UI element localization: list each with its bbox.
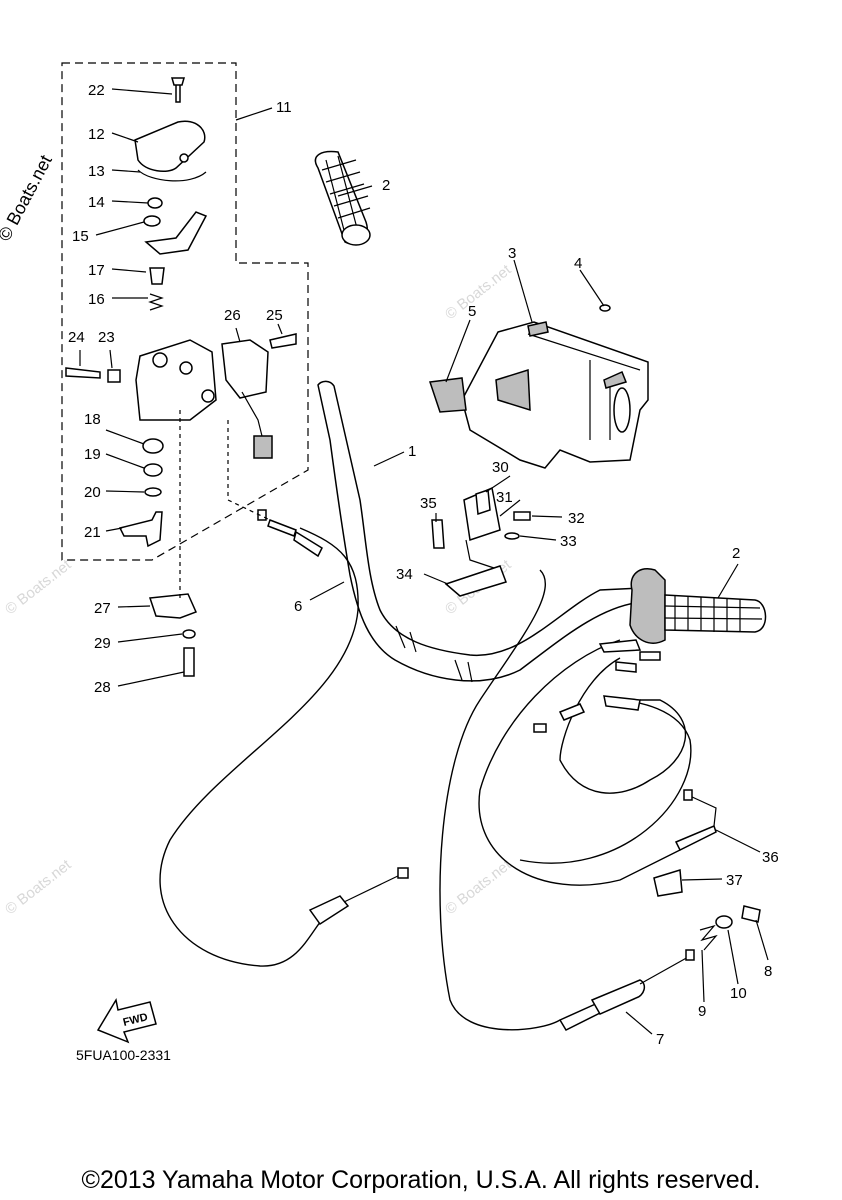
callout-23: 23: [98, 329, 115, 346]
callout-21: 21: [84, 524, 101, 541]
callout-12: 12: [88, 126, 105, 143]
callout-3: 3: [508, 245, 516, 262]
callout-31: 31: [496, 489, 513, 506]
callout-16: 16: [88, 291, 105, 308]
callout-4: 4: [574, 255, 582, 272]
callout-2-left: 2: [382, 177, 390, 194]
callout-7: 7: [656, 1031, 664, 1048]
callout-29: 29: [94, 635, 111, 652]
callout-20: 20: [84, 484, 101, 501]
callout-35: 35: [420, 495, 437, 512]
left-grip: [314, 150, 371, 246]
callout-13: 13: [88, 163, 105, 180]
callout-2-right: 2: [732, 545, 740, 562]
callout-22: 22: [88, 82, 105, 99]
callout-36: 36: [762, 849, 779, 866]
switch-components: [65, 77, 297, 677]
forward-direction-arrow: FWD: [96, 997, 157, 1044]
switch-assembly-boundary: [61, 62, 309, 561]
cables: [159, 410, 761, 1031]
faint-watermark: © Boats.net: [2, 556, 75, 618]
callout-5: 5: [468, 303, 476, 320]
callout-34: 34: [396, 566, 413, 583]
callout-25: 25: [266, 307, 283, 324]
callout-10: 10: [730, 985, 747, 1002]
callout-30: 30: [492, 459, 509, 476]
handlebar-cover: [461, 321, 649, 469]
callout-19: 19: [84, 446, 101, 463]
right-grip: [629, 568, 767, 644]
callout-24: 24: [68, 329, 85, 346]
faint-watermark: © Boats.net: [2, 856, 75, 918]
drawing-code: 5FUA100-2331: [76, 1047, 171, 1063]
callout-28: 28: [94, 679, 111, 696]
callout-labels: 22 12 13 14 15 17 16 11 2 3 4 5 24 23 26…: [68, 82, 779, 1048]
fwd-label: FWD: [122, 1011, 149, 1029]
callout-33: 33: [560, 533, 577, 550]
callout-8: 8: [764, 963, 772, 980]
callout-9: 9: [698, 1003, 706, 1020]
callout-15: 15: [72, 228, 89, 245]
callout-17: 17: [88, 262, 105, 279]
callout-27: 27: [94, 600, 111, 617]
callout-18: 18: [84, 411, 101, 428]
faint-watermark: © Boats.net: [442, 856, 515, 918]
callout-11: 11: [276, 99, 292, 116]
faint-watermark: © Boats.net: [442, 261, 515, 323]
emblem: [428, 377, 467, 413]
cover-screw: [599, 304, 611, 312]
callout-6: 6: [294, 598, 302, 615]
callout-37: 37: [726, 872, 743, 889]
throttle-assembly: [431, 486, 531, 597]
callout-1: 1: [408, 443, 416, 460]
leader-lines: [79, 88, 769, 1035]
callout-26: 26: [224, 307, 241, 324]
callout-32: 32: [568, 510, 585, 527]
callout-14: 14: [88, 194, 105, 211]
copyright-notice: ©2013 Yamaha Motor Corporation, U.S.A. A…: [81, 1166, 761, 1194]
